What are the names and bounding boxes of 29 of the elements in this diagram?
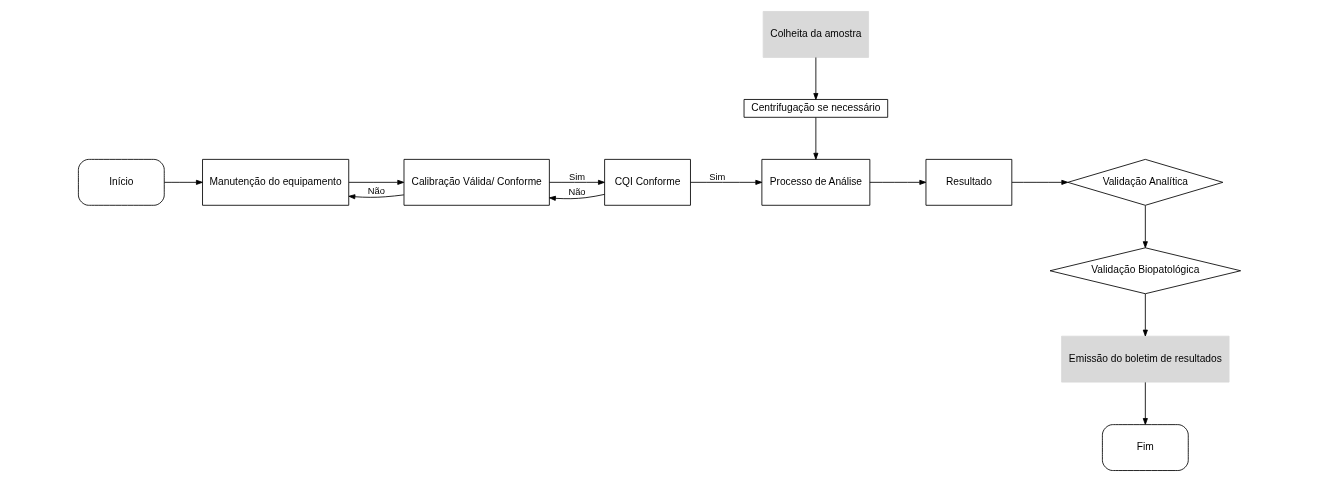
arrow bbox=[689, 179, 762, 185]
arrow bbox=[348, 179, 404, 185]
arrow bbox=[163, 179, 203, 185]
edge-label: Não bbox=[567, 186, 586, 197]
edge-label: Não bbox=[367, 186, 385, 197]
node-box: Colheita da amostra bbox=[762, 11, 869, 58]
node-box: Emissão do boletim de resultados bbox=[1060, 335, 1229, 383]
arrow bbox=[1142, 205, 1148, 249]
node-diamond: Validação Analítica bbox=[1066, 158, 1223, 206]
node-diamond: Validação Biopatológica bbox=[1049, 247, 1241, 295]
arrow bbox=[1142, 293, 1148, 337]
node-box: Início bbox=[77, 158, 165, 206]
node-box: Calibração Válida/ Conforme bbox=[403, 158, 550, 206]
node-box: Fim bbox=[1101, 424, 1189, 471]
node-box: Centrifugação se necessário bbox=[743, 99, 888, 118]
arrow bbox=[812, 57, 818, 100]
arrow bbox=[812, 117, 818, 160]
edge-label: Sim bbox=[568, 171, 585, 182]
node-box: Manutenção do equipamento bbox=[201, 158, 349, 206]
arrow bbox=[348, 194, 404, 200]
node-box: Processo de Análise bbox=[760, 158, 870, 206]
arrow bbox=[548, 179, 605, 185]
edge-label: Sim bbox=[708, 171, 725, 182]
node-box: CQI Conforme bbox=[603, 158, 691, 206]
arrow bbox=[868, 179, 926, 185]
arrow bbox=[1011, 179, 1068, 185]
node-box: Resultado bbox=[925, 158, 1012, 206]
arrow bbox=[548, 193, 605, 201]
arrow bbox=[1142, 381, 1148, 425]
